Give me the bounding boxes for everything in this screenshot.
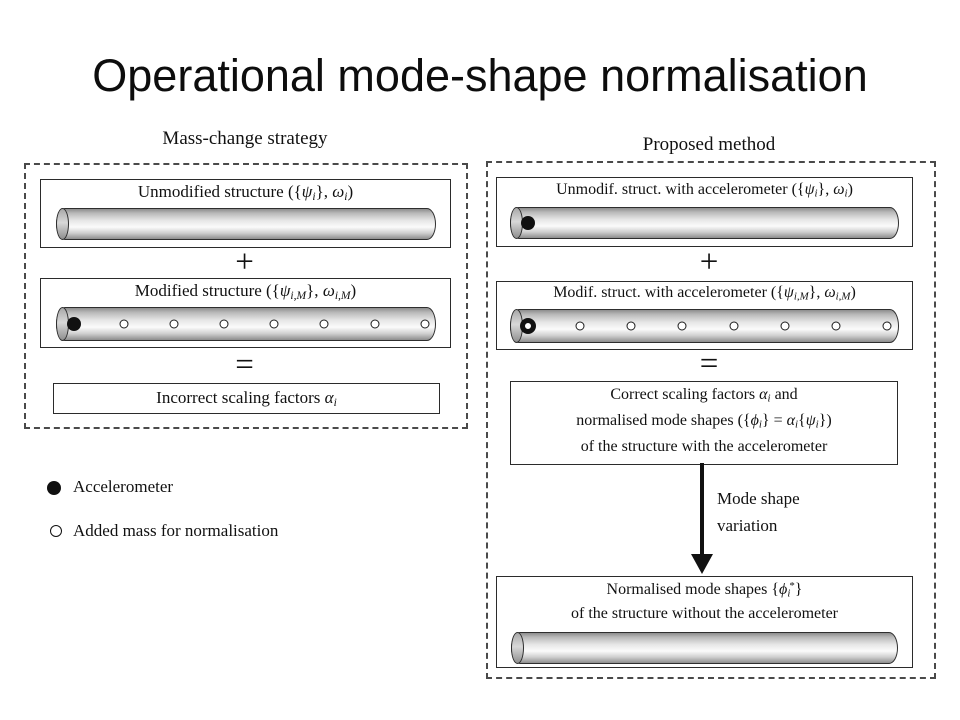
- left-modified-structure-box: Modified structure ({ψi,M}, ωi,M): [40, 278, 451, 348]
- beam-right-unmodified: [510, 207, 899, 239]
- added-mass-marker: [677, 321, 687, 331]
- beam-right-final: [511, 632, 898, 664]
- added-mass-marker: [420, 319, 430, 329]
- right-result-line3: of the structure with the accelerometer: [580, 438, 828, 455]
- right-unmodified-structure-label: Unmodif. struct. with accelerometer ({ψi…: [556, 181, 853, 200]
- left-plus-sign: +: [235, 244, 254, 280]
- added-mass-marker: [575, 321, 585, 331]
- left-panel-header: Mass-change strategy: [162, 128, 328, 149]
- right-final-box: Normalised mode shapes {ϕi*} of the stru…: [496, 576, 913, 668]
- right-result-line1: Correct scaling factors αi and: [610, 386, 798, 405]
- right-result-line2: normalised mode shapes ({ϕi} = αi{ψi}): [576, 412, 832, 431]
- left-result-box: Incorrect scaling factors αi: [53, 383, 440, 414]
- right-panel-header: Proposed method: [642, 134, 776, 155]
- accelerometer-marker: [67, 317, 81, 331]
- left-equals-sign: =: [235, 347, 254, 383]
- left-unmodified-structure-label: Unmodified structure ({ψi}, ωi): [137, 182, 354, 203]
- added-mass-marker: [269, 319, 279, 329]
- accelerometer-marker: [520, 318, 537, 334]
- right-equals-sign: =: [699, 346, 719, 382]
- added-mass-marker: [626, 321, 636, 331]
- accelerometer-legend-icon: [47, 481, 61, 495]
- down-arrow-line: [700, 463, 704, 556]
- accelerometer-legend-label: Accelerometer: [73, 477, 174, 496]
- beam-right-modified: [510, 309, 899, 343]
- page-title: Operational mode-shape normalisation: [92, 50, 868, 101]
- down-arrow-head-icon: [691, 554, 713, 574]
- added-mass-marker: [370, 319, 380, 329]
- added-mass-marker: [780, 321, 790, 331]
- added-mass-marker: [882, 321, 892, 331]
- mode-shape-variation-label: Mode shape variation: [717, 489, 800, 535]
- right-modified-structure-label: Modif. struct. with accelerometer ({ψi,M…: [553, 284, 856, 303]
- right-plus-sign: +: [699, 244, 719, 280]
- beam-left-unmodified: [56, 208, 436, 240]
- added-mass-marker: [831, 321, 841, 331]
- left-result-label: Incorrect scaling factors αi: [156, 388, 337, 409]
- added-mass-marker: [119, 319, 129, 329]
- right-unmodified-structure-box: Unmodif. struct. with accelerometer ({ψi…: [496, 177, 913, 247]
- left-unmodified-structure-box: Unmodified structure ({ψi}, ωi): [40, 179, 451, 248]
- added-mass-legend-icon: [50, 525, 62, 537]
- right-final-line2: of the structure without the acceleromet…: [571, 605, 838, 622]
- beam-left-modified: [56, 307, 436, 341]
- left-panel-dashed-border: [24, 163, 468, 429]
- accelerometer-marker: [521, 216, 536, 230]
- added-mass-marker: [219, 319, 229, 329]
- added-mass-marker: [169, 319, 179, 329]
- right-result-box: Correct scaling factors αi and normalise…: [510, 381, 898, 465]
- right-modified-structure-box: Modif. struct. with accelerometer ({ψi,M…: [496, 281, 913, 350]
- right-panel-dashed-border: [486, 161, 936, 679]
- added-mass-legend-label: Added mass for normalisation: [73, 521, 279, 540]
- added-mass-marker: [729, 321, 739, 331]
- added-mass-marker: [319, 319, 329, 329]
- right-final-line1: Normalised mode shapes {ϕi*}: [606, 580, 803, 600]
- left-modified-structure-label: Modified structure ({ψi,M}, ωi,M): [134, 281, 357, 302]
